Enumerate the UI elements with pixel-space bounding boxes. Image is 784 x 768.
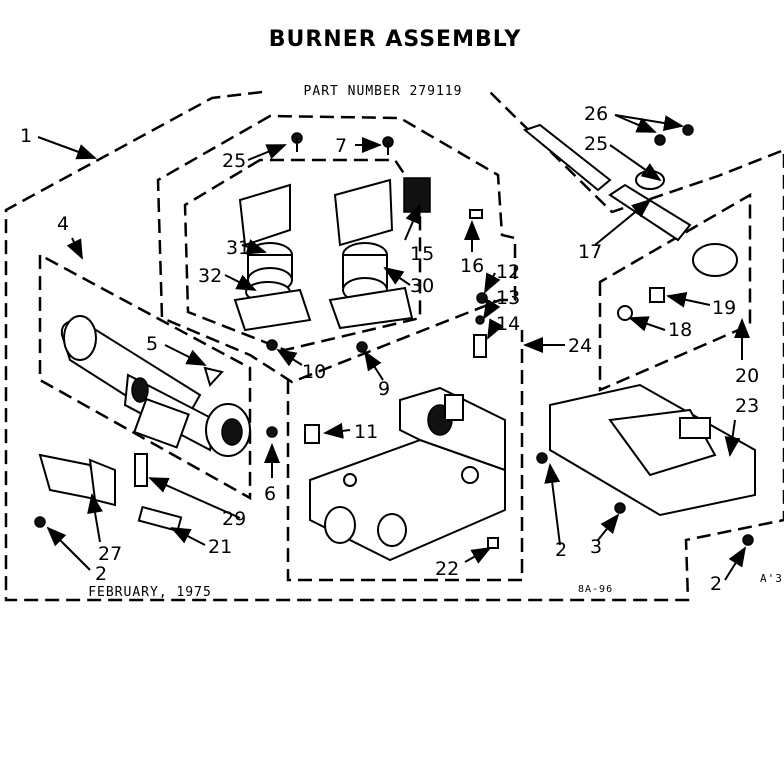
leader-lines: [37, 114, 750, 581]
callout-9: 9: [378, 378, 390, 400]
callout-22: 22: [435, 558, 459, 580]
diagram-title: BURNER ASSEMBLY: [269, 27, 522, 52]
callout-17: 17: [578, 241, 602, 263]
callout-12: 12: [496, 261, 520, 283]
coil-group-boundary: [183, 158, 422, 352]
callout-20: 20: [735, 365, 759, 387]
corner-mark: A'3: [760, 572, 783, 585]
callout-19: 19: [712, 297, 736, 319]
callout-15: 15: [410, 243, 434, 265]
callout-29: 29: [222, 508, 246, 530]
callout-24: 24: [568, 335, 592, 357]
callout-7: 7: [335, 135, 347, 157]
callout-27: 27: [98, 543, 122, 565]
callout-2-c: 2: [710, 573, 722, 595]
callout-25: 25: [584, 133, 608, 155]
callout-3: 3: [590, 536, 602, 558]
callout-21: 21: [208, 536, 232, 558]
valve-body-group-boundary: [286, 330, 524, 582]
callout-16: 16: [460, 255, 484, 277]
callout-1: 1: [20, 125, 32, 147]
date-stamp: FEBRUARY, 1975: [88, 585, 212, 600]
burner-tube-group-boundary: [38, 252, 252, 501]
callout-28: 25: [222, 150, 246, 172]
callout-11: 11: [354, 421, 378, 443]
callout-31: 31: [226, 237, 250, 259]
drawing-code: 8A-96: [578, 584, 613, 595]
callout-30: 30: [410, 275, 434, 297]
callout-6: 6: [264, 483, 276, 505]
callout-18: 18: [668, 319, 692, 341]
callout-14: 14: [496, 313, 520, 335]
callout-26: 26: [584, 103, 608, 125]
callout-13: 13: [496, 287, 520, 309]
burner-tube: [60, 315, 251, 457]
igniter-group-boundary: [598, 192, 752, 392]
mounting-bracket: [549, 383, 756, 517]
callout-32: 32: [198, 265, 222, 287]
part-number: PART NUMBER 279119: [304, 84, 463, 99]
valve-head-group-boundary: [156, 114, 517, 384]
tube-assembly: [522, 123, 738, 277]
coil-assembly-left: [233, 183, 312, 332]
callout-23: 23: [735, 395, 759, 417]
callout-10: 10: [302, 361, 326, 383]
callout-4: 4: [57, 213, 69, 235]
callout-5: 5: [146, 333, 158, 355]
callout-2-b: 2: [555, 539, 567, 561]
callout-labels: 1 4 5 6 25 7 9 10 11 12 13 14 15 16 17 1…: [20, 103, 759, 595]
callout-2-a: 2: [95, 563, 107, 585]
gas-valve-body: [309, 386, 506, 562]
